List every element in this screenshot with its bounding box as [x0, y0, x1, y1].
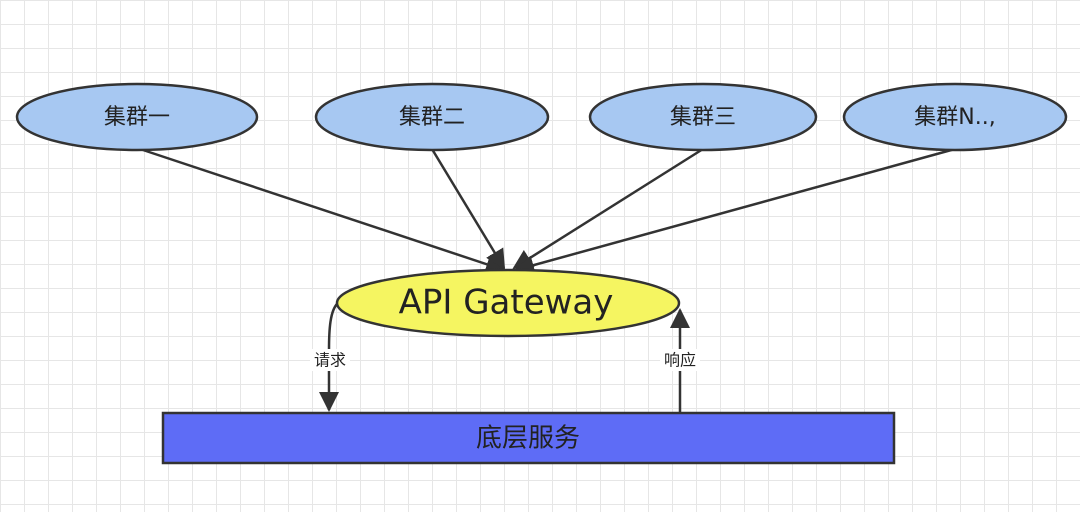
- cluster-node-3-label: 集群三: [670, 105, 736, 130]
- gateway-node[interactable]: API Gateway: [335, 268, 681, 338]
- cluster-node-1-shape: [15, 82, 259, 152]
- backend-node[interactable]: 底层服务: [161, 411, 896, 465]
- cluster-node-n-shape: [842, 82, 1068, 152]
- response-label-bg: [660, 349, 700, 371]
- cluster-node-n[interactable]: 集群N..,: [842, 82, 1068, 152]
- response-label: 响应: [664, 351, 696, 370]
- cluster-node-1[interactable]: 集群一: [15, 82, 259, 152]
- cluster-node-1-label: 集群一: [104, 105, 170, 130]
- cluster-node-2-label: 集群二: [399, 105, 465, 130]
- edge-cluster-3-to-gateway: [512, 147, 704, 270]
- cluster-node-2[interactable]: 集群二: [314, 82, 550, 152]
- request-label-bg: [310, 349, 350, 371]
- gateway-node-shape: [335, 268, 681, 338]
- cluster-node-2-shape: [314, 82, 550, 152]
- cluster-node-3[interactable]: 集群三: [588, 82, 818, 152]
- backend-node-label: 底层服务: [476, 424, 580, 454]
- cluster-node-n-label: 集群N..,: [914, 105, 995, 130]
- request-label: 请求: [314, 351, 346, 370]
- backend-node-shape: [161, 411, 896, 465]
- gateway-node-label: API Gateway: [399, 283, 614, 323]
- edge-cluster-2-to-gateway: [430, 148, 506, 270]
- cluster-node-3-shape: [588, 82, 818, 152]
- edge-cluster-n-to-gateway: [514, 147, 956, 275]
- edge-cluster-1-to-gateway: [139, 147, 506, 274]
